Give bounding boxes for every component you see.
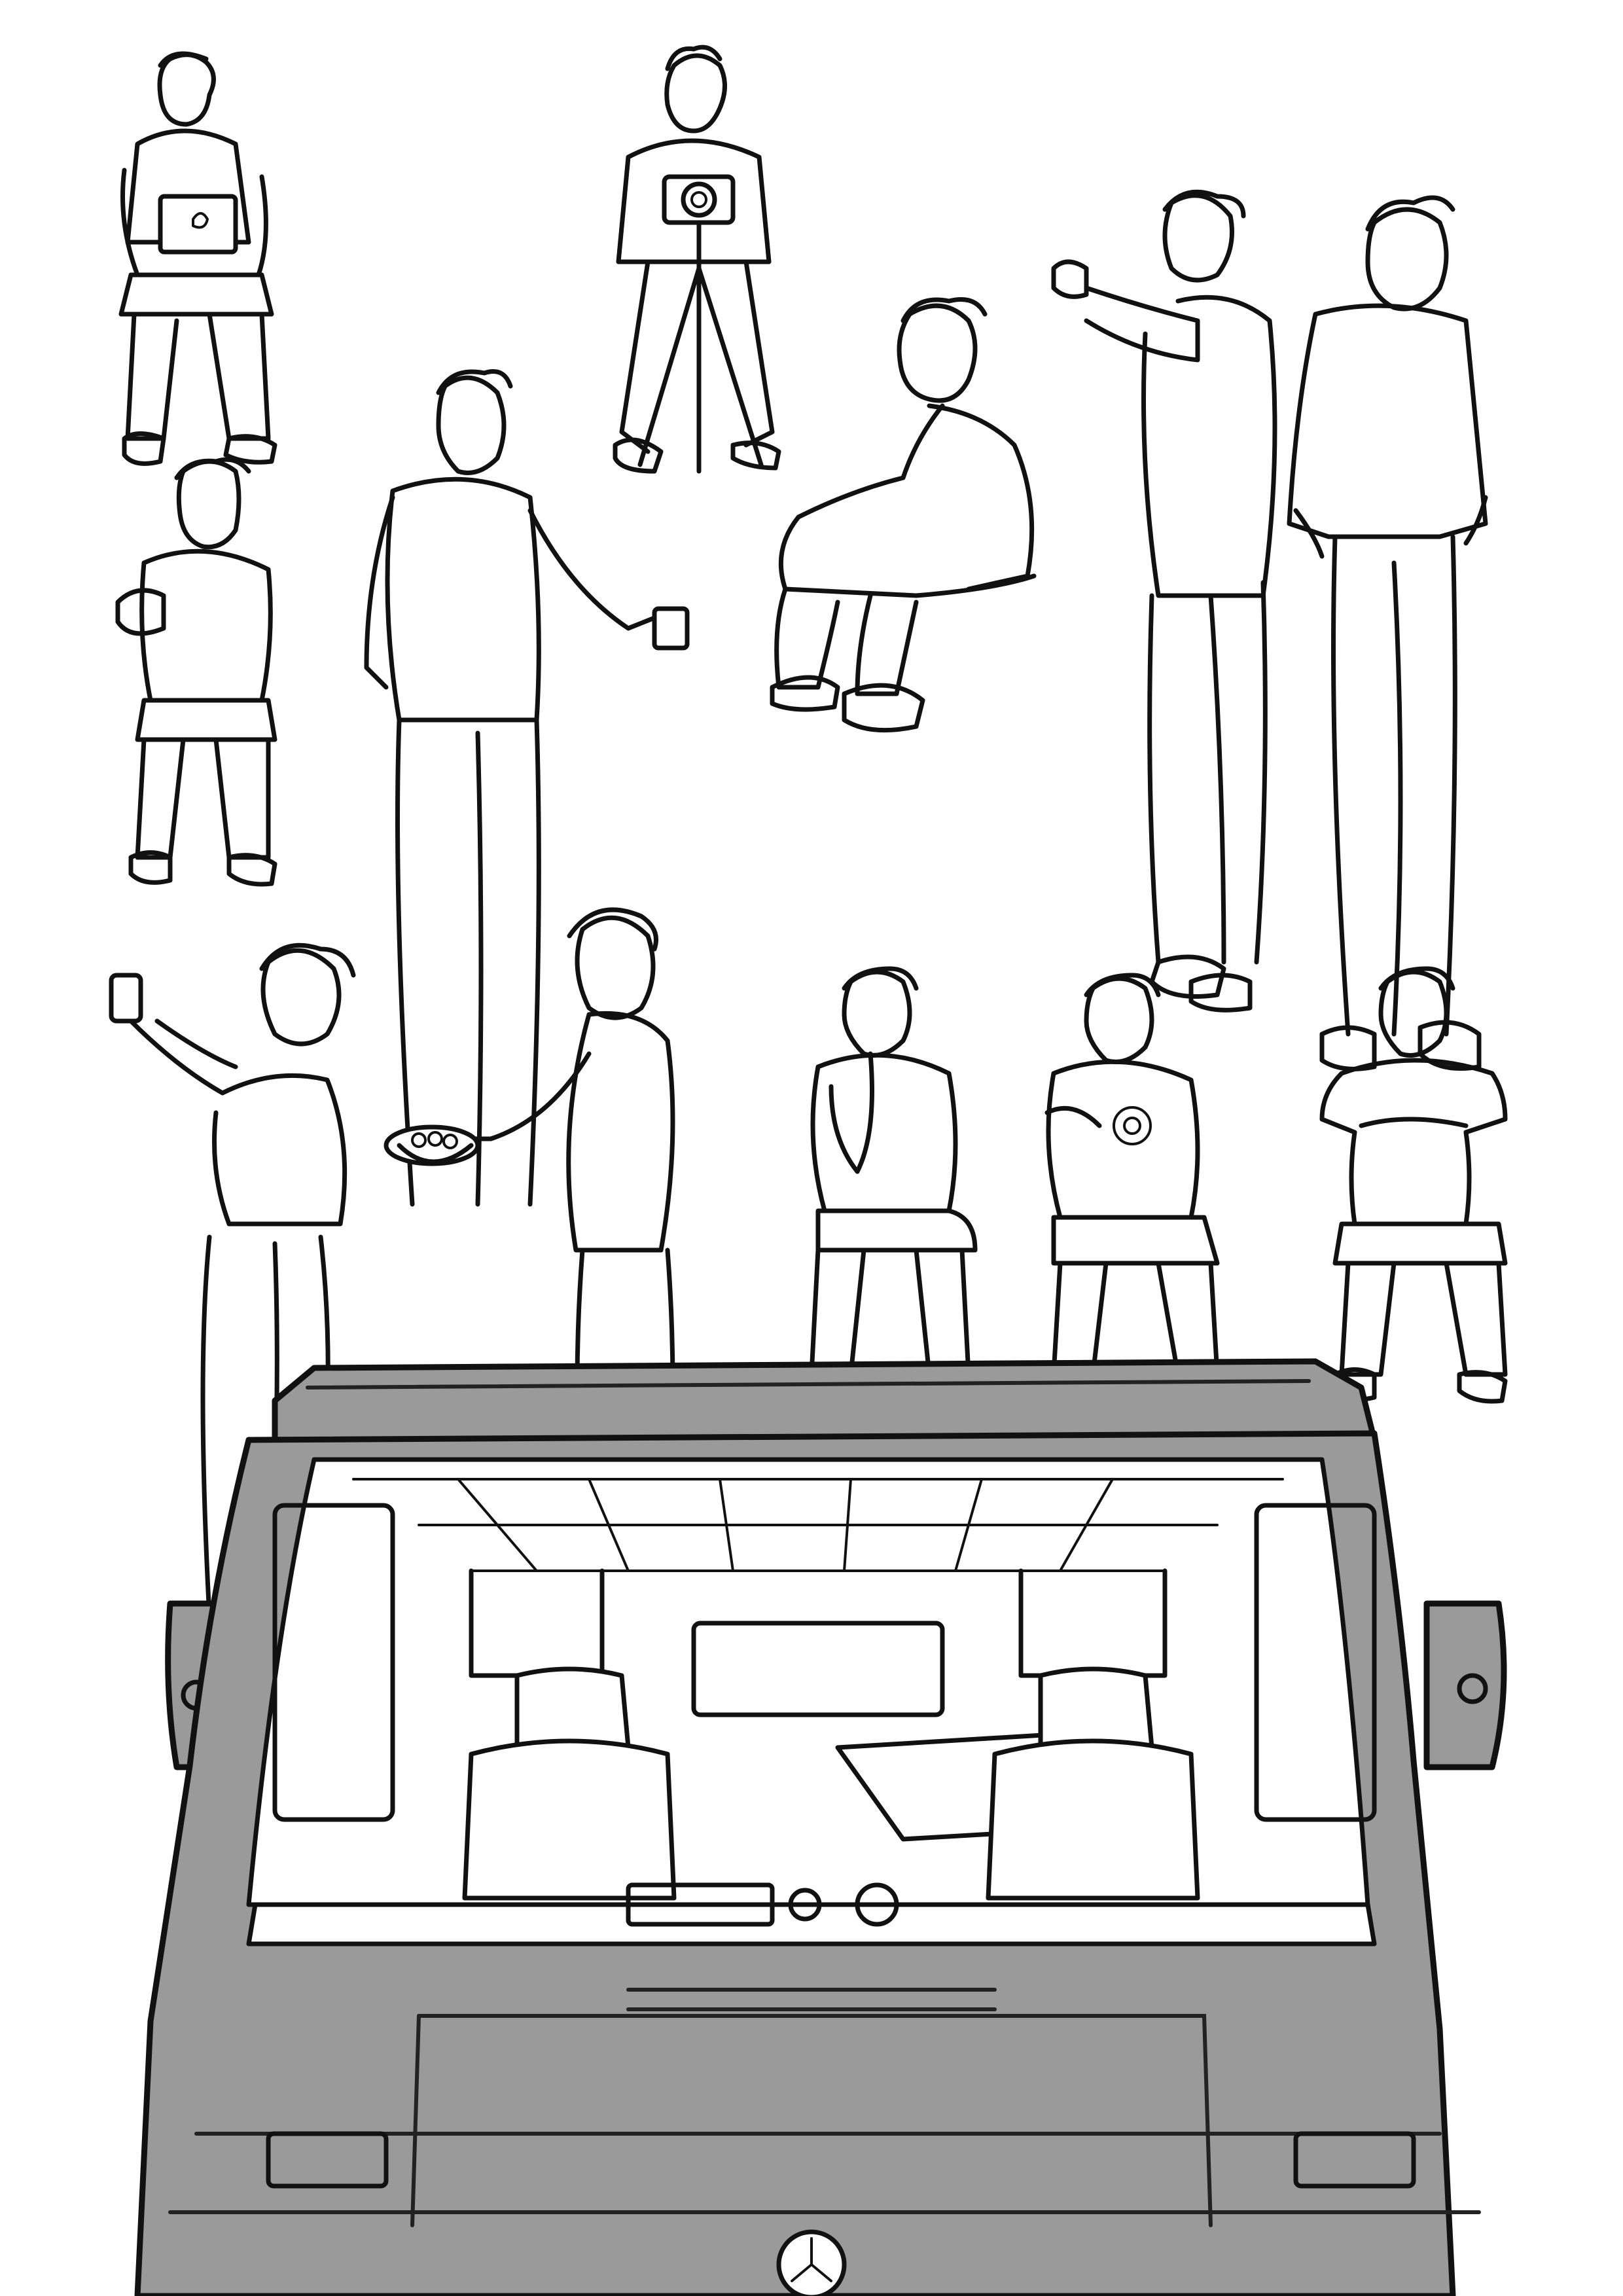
figure-seated-chin-in-hand (809, 966, 978, 1404)
figure-camera-on-tripod (613, 45, 781, 474)
figure-standing-in-hoodie (1287, 195, 1488, 1071)
figure-standing-pointing (1051, 189, 1277, 1013)
figure-seated-gesturing (1044, 973, 1220, 1404)
figure-seated-with-laptop (118, 51, 277, 466)
figure-seated-sideways (770, 297, 1037, 733)
figure-seated-arms-folded (1319, 966, 1508, 1404)
figure-standing-holding-cup (364, 369, 690, 1207)
figure-seated-holding-object (115, 457, 277, 887)
camper-van-front-view (134, 1358, 1507, 2296)
van-interior (272, 1478, 1377, 1901)
